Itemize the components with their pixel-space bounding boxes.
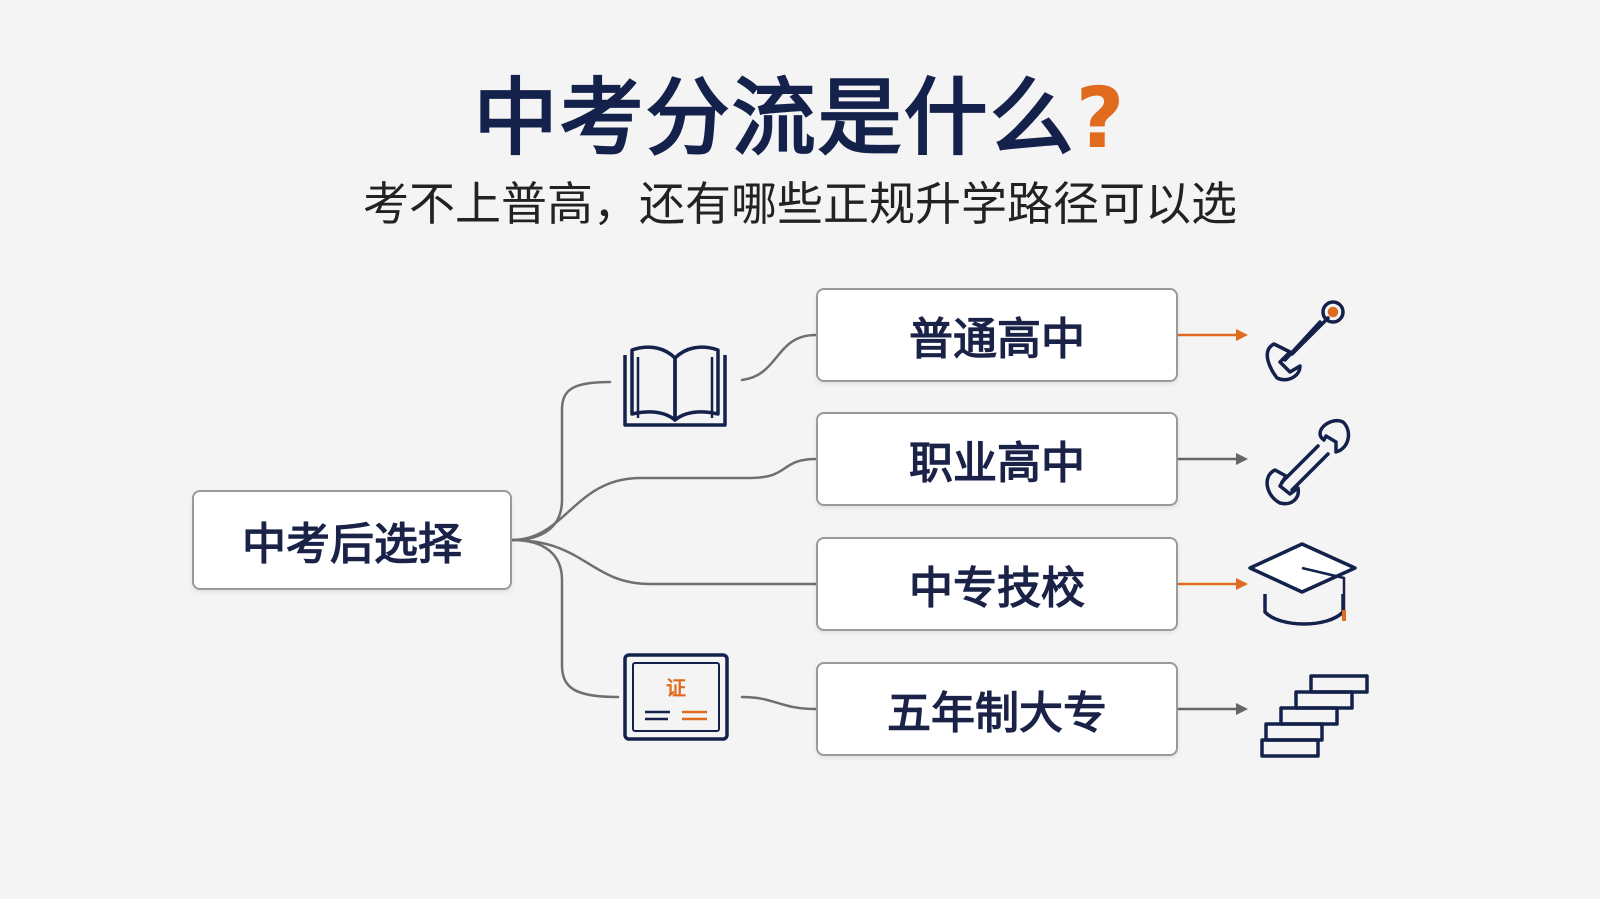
title-question-mark: ? <box>1075 69 1127 167</box>
connector-root-to-opt-2 <box>510 538 818 586</box>
arrow-head-opt-3 <box>1236 703 1248 715</box>
certificate-text: 证 <box>666 676 686 700</box>
connector-root-to-certificate <box>510 538 620 699</box>
title-text: 中考分流是什么 <box>473 69 1076 167</box>
option-node-regular-high-school: 普通高中 <box>816 288 1178 382</box>
graduation-cap-icon <box>1248 542 1357 626</box>
certificate-icon <box>623 653 729 741</box>
arrow-head-opt-1 <box>1236 453 1248 465</box>
connector-root-to-opt-1 <box>510 457 818 542</box>
connector-certificate-to-opt-3 <box>740 695 818 711</box>
page-subtitle: 考不上普高，还有哪些正规升学路径可以选 <box>363 177 1237 231</box>
option-node-technical-school: 中专技校 <box>816 537 1178 631</box>
page-title: 中考分流是什么? <box>0 68 1600 168</box>
wrench-icon <box>1265 300 1345 382</box>
root-node-mid-exam-choice: 中考后选择 <box>192 490 512 590</box>
arrow-head-opt-2 <box>1236 578 1248 590</box>
arrow-head-opt-0 <box>1236 329 1248 341</box>
option-node-vocational-high-school: 职业高中 <box>816 412 1178 506</box>
stairs-icon <box>1260 674 1369 758</box>
open-book-icon <box>623 345 727 427</box>
wrench-icon <box>1265 418 1351 506</box>
option-node-five-year-college: 五年制大专 <box>816 662 1178 756</box>
connector-root-to-book <box>510 380 612 542</box>
connector-book-to-opt-0 <box>740 333 818 382</box>
